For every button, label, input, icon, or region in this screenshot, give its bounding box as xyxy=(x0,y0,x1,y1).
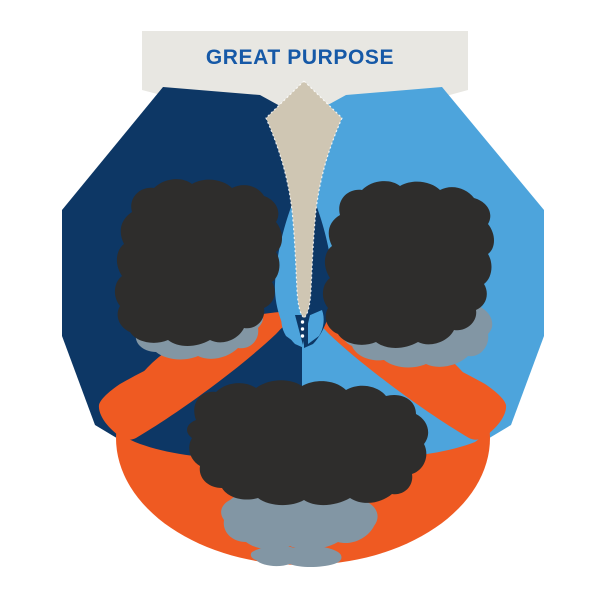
hub-left-triangle xyxy=(281,310,297,344)
obscured-subtext-bottom-line2 xyxy=(250,545,342,567)
center-dot-2 xyxy=(300,327,305,331)
obscured-title-right xyxy=(322,181,494,348)
center-dot-3 xyxy=(300,334,305,338)
obscured-title-bottom xyxy=(187,380,429,506)
banner-title-text: GREAT PURPOSE xyxy=(206,46,394,69)
hub-right-triangle xyxy=(308,310,324,344)
center-dot-1 xyxy=(300,320,305,324)
purpose-diamond-lens xyxy=(265,80,343,319)
obscured-title-left xyxy=(114,179,283,346)
